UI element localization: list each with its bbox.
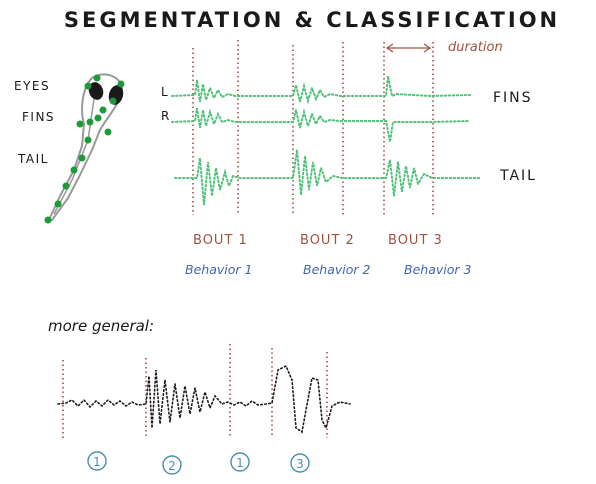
class-circle-4 — [290, 453, 310, 473]
fins-label: FINS — [22, 110, 55, 124]
title: SEGMENTATION & CLASSIFICATION — [64, 8, 560, 32]
fish-illustration — [44, 73, 125, 224]
segment-class-circles — [87, 451, 310, 475]
left-fin-trace — [171, 75, 471, 105]
behavior-label-2: Behavior 2 — [303, 262, 370, 277]
fish-keypoints — [44, 74, 125, 224]
left-eye — [88, 82, 104, 100]
general-label: more general: — [48, 317, 154, 335]
class-circle-3 — [230, 452, 250, 472]
bout-label-2: BOUT 2 — [300, 233, 355, 248]
tail-trace-label: TAIL — [499, 168, 537, 184]
class-circle-2 — [162, 455, 182, 475]
right-fin-trace — [171, 107, 471, 143]
bout-label-1: BOUT 1 — [193, 233, 248, 248]
segment-dividers — [62, 344, 328, 438]
duration-arrow — [385, 43, 432, 53]
class-number-2: 2 — [168, 459, 176, 473]
eyes-label: EYES — [14, 79, 50, 93]
bout-dividers — [192, 40, 434, 215]
class-number-1: 1 — [93, 455, 101, 469]
general-signal-trace — [57, 364, 351, 434]
right-fin-label: R — [161, 109, 169, 123]
class-number-3: 1 — [236, 456, 244, 470]
behavior-label-1: Behavior 1 — [185, 262, 252, 277]
class-number-4: 3 — [296, 457, 304, 471]
fins-trace-label: FINS — [493, 90, 533, 106]
duration-label: duration — [448, 40, 503, 55]
left-fin-label: L — [161, 85, 168, 99]
bout-label-3: BOUT 3 — [388, 233, 443, 248]
tail-trace — [174, 149, 481, 206]
top-traces — [171, 75, 481, 206]
class-circle-1 — [87, 451, 107, 471]
tail-label: TAIL — [17, 152, 49, 166]
behavior-label-3: Behavior 3 — [404, 262, 471, 277]
